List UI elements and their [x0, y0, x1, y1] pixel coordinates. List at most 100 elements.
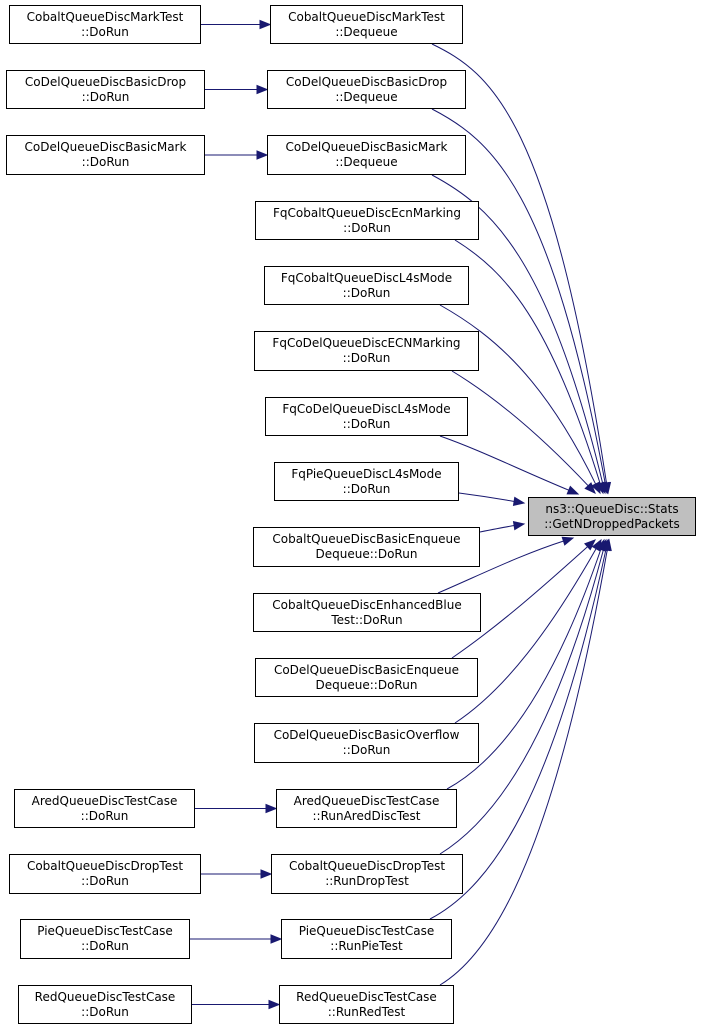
node-label-line: ::DoRun — [342, 481, 391, 496]
caller-node-codel-mark-dequeue[interactable]: CoDelQueueDiscBasicMark::Dequeue — [267, 135, 466, 175]
caller-node-cobalt-drop-dorun[interactable]: CobaltQueueDiscDropTest::DoRun — [9, 854, 201, 894]
node-label-line: CoDelQueueDiscBasicEnqueue — [273, 662, 460, 677]
caller-node-pie-run[interactable]: PieQueueDiscTestCase::RunPieTest — [281, 919, 452, 959]
node-label-line: RedQueueDiscTestCase — [296, 989, 437, 1004]
node-label-line: ::DoRun — [80, 808, 129, 823]
node-label-line: Dequeue::DoRun — [315, 677, 418, 692]
edge-red-run-to-target — [439, 548, 608, 986]
edge-arrowhead — [268, 999, 281, 1010]
edge-cobalt-blue-to-target — [437, 540, 565, 594]
caller-node-red-dorun[interactable]: RedQueueDiscTestCase::DoRun — [18, 985, 192, 1024]
edge-arrowhead — [584, 539, 597, 551]
caller-node-red-run[interactable]: RedQueueDiscTestCase::RunRedTest — [279, 985, 454, 1024]
caller-node-fqcobalt-ecn[interactable]: FqCobaltQueueDiscEcnMarking::DoRun — [255, 201, 479, 240]
caller-node-ared-run[interactable]: AredQueueDiscTestCase::RunAredDiscTest — [276, 789, 457, 828]
caller-node-fqpie-l4s[interactable]: FqPieQueueDiscL4sMode::DoRun — [274, 462, 459, 501]
edge-arrowhead — [270, 934, 283, 944]
node-label-line: Test::DoRun — [331, 612, 403, 627]
node-label-line: ::DoRun — [342, 743, 391, 757]
edge-arrowhead — [512, 496, 526, 507]
node-label-line: CobaltQueueDiscEnhancedBlue — [272, 597, 462, 612]
caller-node-ared-dorun[interactable]: AredQueueDiscTestCase::DoRun — [14, 789, 195, 828]
node-label-line: CoDelQueueDiscBasicOverflow — [273, 728, 460, 742]
node-label-line: FqCobaltQueueDiscL4sMode — [280, 270, 453, 285]
node-label-line: ::DoRun — [81, 1004, 129, 1019]
node-label-line: ::RunRedTest — [327, 1004, 406, 1019]
caller-node-codel-drop-dequeue[interactable]: CoDelQueueDiscBasicDrop::Dequeue — [267, 70, 466, 109]
node-label-line: CobaltQueueDiscMarkTest — [288, 9, 445, 24]
node-label-line: ns3::QueueDisc::Stats — [545, 501, 679, 516]
node-label-line: ::DoRun — [342, 416, 391, 431]
edge-arrowhead — [259, 19, 272, 30]
node-label-line: CoDelQueueDiscBasicMark — [285, 140, 448, 154]
node-label-line: FqCobaltQueueDiscEcnMarking — [272, 205, 462, 220]
node-label-line: FqPieQueueDiscL4sMode — [291, 466, 442, 481]
edge-cobalt-enq-deq-to-target — [479, 524, 516, 533]
edge-arrowhead — [265, 803, 278, 814]
edge-fqcobalt-l4s-to-target — [439, 304, 597, 486]
node-label-line: Dequeue::DoRun — [315, 547, 418, 561]
node-label-line: AredQueueDiscTestCase — [293, 793, 440, 808]
caller-node-codel-drop-dorun[interactable]: CoDelQueueDiscBasicDrop::DoRun — [6, 70, 205, 109]
edge-arrowhead — [591, 481, 601, 495]
node-label-line: ::RunPieTest — [330, 939, 403, 953]
caller-node-fqcodel-ecn[interactable]: FqCoDelQueueDiscECNMarking::DoRun — [254, 331, 479, 371]
edge-arrowhead — [260, 869, 273, 879]
edge-codel-overflow-to-target — [454, 547, 597, 724]
edge-arrowhead — [584, 482, 596, 494]
node-label-line: CobaltQueueDiscBasicEnqueue — [272, 532, 461, 546]
caller-node-fqcobalt-l4s[interactable]: FqCobaltQueueDiscL4sMode::DoRun — [264, 266, 469, 305]
edge-pie-run-to-target — [429, 548, 607, 920]
node-label-line: ::DoRun — [342, 285, 391, 300]
node-label-line: ::DoRun — [81, 89, 130, 104]
node-label-line: RedQueueDiscTestCase — [34, 989, 176, 1004]
edge-fqpie-l4s-to-target — [458, 492, 516, 503]
node-label-line: ::DoRun — [81, 939, 129, 953]
node-label-line: AredQueueDiscTestCase — [31, 793, 178, 808]
node-label-line: PieQueueDiscTestCase — [37, 924, 173, 938]
edge-arrowhead — [561, 536, 575, 546]
caller-node-cobalt-drop-run[interactable]: CobaltQueueDiscDropTest::RunDropTest — [271, 854, 463, 894]
node-label-line: ::Dequeue — [335, 24, 398, 39]
edge-cobalt-drop-run-to-target — [439, 548, 605, 855]
edge-arrowhead — [256, 150, 269, 160]
node-label-line: ::Dequeue — [335, 155, 398, 169]
node-label-line: CoDelQueueDiscBasicMark — [24, 140, 187, 154]
node-label-line: ::DoRun — [343, 220, 391, 235]
caller-node-cobalt-mark-dequeue[interactable]: CobaltQueueDiscMarkTest::Dequeue — [270, 5, 463, 44]
edge-arrowhead — [512, 520, 526, 531]
caller-node-fqcodel-l4s[interactable]: FqCoDelQueueDiscL4sMode::DoRun — [265, 397, 468, 436]
caller-node-codel-overflow[interactable]: CoDelQueueDiscBasicOverflow::DoRun — [254, 723, 479, 763]
node-label-line: ::DoRun — [81, 874, 129, 888]
edge-fqcobalt-ecn-to-target — [454, 239, 601, 485]
node-label-line: CobaltQueueDiscDropTest — [288, 859, 446, 873]
node-label-line: ::Dequeue — [335, 89, 398, 104]
node-label-line: ::RunDropTest — [325, 874, 409, 888]
target-node: ns3::QueueDisc::Stats::GetNDroppedPacket… — [528, 497, 696, 536]
edge-cobalt-mark-dequeue-to-target — [431, 43, 608, 485]
edge-ared-run-to-target — [446, 548, 602, 790]
node-label-line: CoDelQueueDiscBasicDrop — [285, 74, 448, 89]
node-label-line: ::DoRun — [81, 24, 129, 39]
node-label-line: ::DoRun — [81, 155, 130, 169]
node-label-line: CoDelQueueDiscBasicDrop — [24, 74, 187, 89]
node-label-line: PieQueueDiscTestCase — [298, 924, 435, 938]
edge-fqcodel-l4s-to-target — [439, 435, 570, 492]
caller-node-pie-dorun[interactable]: PieQueueDiscTestCase::DoRun — [20, 919, 190, 959]
edge-codel-enq-deq-to-target — [451, 545, 589, 659]
edge-arrowhead — [566, 485, 580, 495]
edge-arrowhead — [256, 84, 269, 95]
node-label-line: FqCoDelQueueDiscECNMarking — [272, 336, 461, 350]
edge-codel-drop-dequeue-to-target — [431, 108, 606, 485]
caller-node-cobalt-mark-dorun[interactable]: CobaltQueueDiscMarkTest::DoRun — [9, 5, 201, 44]
node-label-line: CobaltQueueDiscDropTest — [26, 859, 184, 873]
node-label-line: CobaltQueueDiscMarkTest — [26, 9, 184, 24]
caller-node-codel-mark-dorun[interactable]: CoDelQueueDiscBasicMark::DoRun — [6, 135, 205, 175]
node-label-line: ::GetNDroppedPackets — [544, 516, 680, 531]
node-label-line: ::RunAredDiscTest — [312, 808, 421, 823]
node-label-line: ::DoRun — [342, 351, 391, 365]
